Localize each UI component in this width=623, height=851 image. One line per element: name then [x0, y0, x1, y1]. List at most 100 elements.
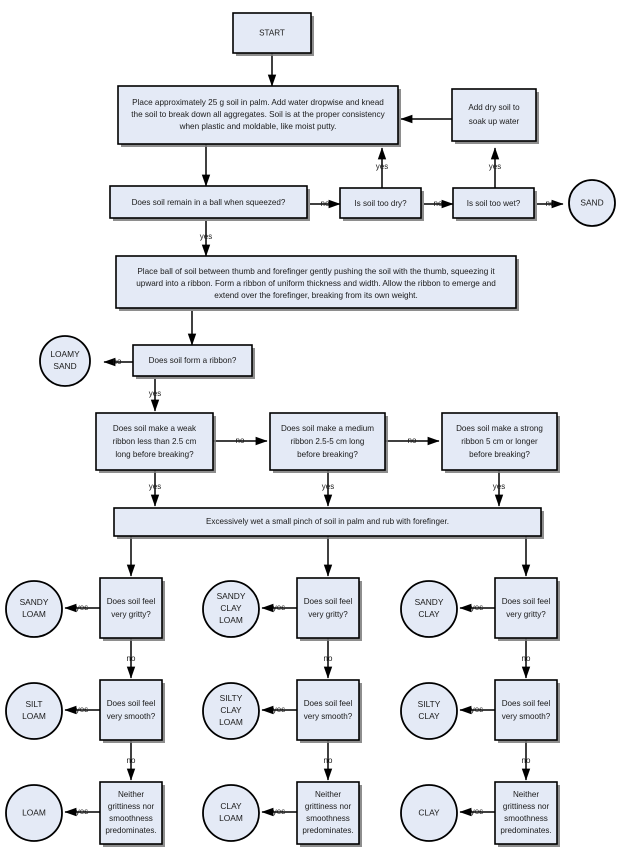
node-ribbon-instruction-line-1: Place ball of soil between thumb and for… — [137, 267, 495, 276]
edge-label-yes: yes — [76, 705, 88, 714]
edge-label-no: no — [546, 199, 555, 208]
node-sand[interactable]: SAND — [568, 179, 616, 227]
edge-label-no: no — [236, 436, 245, 445]
node-ribbon-instruction-line-3: extend over the forefinger, breaking fro… — [214, 291, 417, 300]
node-smooth-1[interactable]: Does soil feel very smooth? — [99, 679, 165, 743]
node-add-dry-soil-line-2: soak up water — [469, 117, 520, 126]
node-clay-loam[interactable]: CLAY LOAM — [202, 784, 260, 842]
node-wet-pinch[interactable]: Excessively wet a small pinch of soil in… — [113, 507, 544, 539]
node-strong-ribbon-line-1: Does soil make a strong — [456, 424, 543, 433]
edge-label-yes: yes — [76, 603, 88, 612]
node-smooth-2-line-2: very smooth? — [304, 712, 353, 721]
node-smooth-2[interactable]: Does soil feel very smooth? — [296, 679, 362, 743]
node-neither-3-line-1: Neither — [513, 790, 539, 799]
node-ball-when-squeezed[interactable]: Does soil remain in a ball when squeezed… — [109, 185, 310, 221]
node-smooth-3-line-2: very smooth? — [502, 712, 551, 721]
edge-label-yes: yes — [471, 705, 483, 714]
node-silty-clay-loam-line-3: LOAM — [219, 717, 243, 727]
node-smooth-3[interactable]: Does soil feel very smooth? — [494, 679, 560, 743]
node-weak-ribbon[interactable]: Does soil make a weak ribbon less than 2… — [95, 412, 216, 473]
node-neither-1-line-1: Neither — [118, 790, 144, 799]
node-strong-ribbon[interactable]: Does soil make a strong ribbon 5 cm or l… — [441, 412, 560, 473]
edge-label-yes: yes — [471, 603, 483, 612]
node-forms-ribbon[interactable]: Does soil form a ribbon? — [132, 344, 255, 379]
node-ribbon-instruction[interactable]: Place ball of soil between thumb and for… — [115, 255, 519, 311]
node-sandy-loam[interactable]: SANDY LOAM — [5, 580, 63, 638]
edge-label-no: no — [522, 654, 531, 663]
node-neither-2-line-3: smoothness — [306, 814, 350, 823]
edge-label-no: no — [522, 756, 531, 765]
node-weak-ribbon-line-3: long before breaking? — [115, 450, 194, 459]
node-loam[interactable]: LOAM — [5, 784, 63, 842]
edge-label-yes: yes — [200, 232, 212, 241]
node-gritty-3[interactable]: Does soil feel very gritty? — [494, 577, 560, 641]
edge-label-no: no — [321, 199, 330, 208]
node-moisten-line-3: when plastic and moldable, like moist pu… — [179, 122, 337, 131]
node-sandy-clay-loam[interactable]: SANDY CLAY LOAM — [202, 580, 260, 638]
node-silty-clay-loam-line-2: CLAY — [220, 705, 242, 715]
node-sandy-clay[interactable]: SANDY CLAY — [400, 580, 458, 638]
node-start[interactable]: START — [232, 12, 314, 56]
node-silty-clay[interactable]: SILTY CLAY — [400, 682, 458, 740]
edge-label-no: no — [324, 756, 333, 765]
node-silty-clay-loam[interactable]: SILTY CLAY LOAM — [202, 682, 260, 740]
node-loamy-sand[interactable]: LOAMY SAND — [39, 335, 91, 387]
edge-label-no: no — [113, 357, 122, 366]
node-smooth-1-line-2: very smooth? — [107, 712, 156, 721]
node-medium-ribbon-line-3: before breaking? — [297, 450, 358, 459]
node-neither-1-line-3: smoothness — [109, 814, 153, 823]
edge-label-yes: yes — [273, 807, 285, 816]
node-medium-ribbon-line-1: Does soil make a medium — [281, 424, 374, 433]
node-sand-label: SAND — [580, 198, 603, 208]
node-gritty-2[interactable]: Does soil feel very gritty? — [296, 577, 362, 641]
node-too-wet[interactable]: Is soil too wet? — [452, 187, 537, 221]
node-silt-loam-line-2: LOAM — [22, 711, 46, 721]
edge-label-yes: yes — [376, 162, 388, 171]
edge-label-yes: yes — [493, 482, 505, 491]
node-forms-ribbon-label: Does soil form a ribbon? — [149, 356, 237, 365]
edge-label-yes: yes — [322, 482, 334, 491]
node-neither-3-line-2: grittiness nor — [503, 802, 550, 811]
node-gritty-1[interactable]: Does soil feel very gritty? — [99, 577, 165, 641]
edge-label-no: no — [127, 756, 136, 765]
node-moisten-instruction[interactable]: Place approximately 25 g soil in palm. A… — [117, 85, 401, 147]
node-neither-1[interactable]: Neither grittiness nor smoothness predom… — [99, 781, 165, 847]
node-neither-2-line-2: grittiness nor — [305, 802, 352, 811]
node-silt-loam-line-1: SILT — [25, 699, 42, 709]
node-neither-3[interactable]: Neither grittiness nor smoothness predom… — [494, 781, 560, 847]
node-add-dry-soil[interactable]: Add dry soil to soak up water — [451, 88, 539, 144]
node-clay-loam-line-2: LOAM — [219, 813, 243, 823]
node-loamy-sand-line-1: LOAMY — [50, 349, 80, 359]
node-ribbon-instruction-line-2: upward into a ribbon. Form a ribbon of u… — [136, 279, 496, 288]
node-weak-ribbon-line-2: ribbon less than 2.5 cm — [113, 437, 197, 446]
edge-label-no: no — [434, 199, 443, 208]
edge-label-yes: yes — [76, 807, 88, 816]
node-medium-ribbon-line-2: ribbon 2.5-5 cm long — [291, 437, 365, 446]
edge-label-yes: yes — [273, 705, 285, 714]
node-clay[interactable]: CLAY — [400, 784, 458, 842]
node-too-dry[interactable]: Is soil too dry? — [339, 187, 424, 221]
node-neither-1-line-4: predominates. — [105, 826, 156, 835]
node-ball-label: Does soil remain in a ball when squeezed… — [132, 198, 286, 207]
edge-label-no: no — [408, 436, 417, 445]
node-smooth-3-line-1: Does soil feel — [502, 699, 551, 708]
edge-label-no: no — [324, 654, 333, 663]
node-gritty-2-line-1: Does soil feel — [304, 597, 353, 606]
node-loam-label: LOAM — [22, 808, 46, 818]
node-clay-label: CLAY — [418, 808, 440, 818]
node-neither-2-line-1: Neither — [315, 790, 341, 799]
node-gritty-2-line-2: very gritty? — [308, 610, 348, 619]
node-sandy-loam-line-1: SANDY — [20, 597, 49, 607]
node-silt-loam[interactable]: SILT LOAM — [5, 682, 63, 740]
node-clay-loam-line-1: CLAY — [220, 801, 242, 811]
node-medium-ribbon[interactable]: Does soil make a medium ribbon 2.5-5 cm … — [269, 412, 388, 473]
edge-label-yes: yes — [273, 603, 285, 612]
node-gritty-1-line-2: very gritty? — [111, 610, 151, 619]
node-sandy-clay-loam-line-2: CLAY — [220, 603, 242, 613]
node-smooth-1-line-1: Does soil feel — [107, 699, 156, 708]
node-strong-ribbon-line-3: before breaking? — [469, 450, 530, 459]
node-neither-2[interactable]: Neither grittiness nor smoothness predom… — [296, 781, 362, 847]
node-sandy-clay-loam-line-3: LOAM — [219, 615, 243, 625]
edge-label-yes: yes — [471, 807, 483, 816]
